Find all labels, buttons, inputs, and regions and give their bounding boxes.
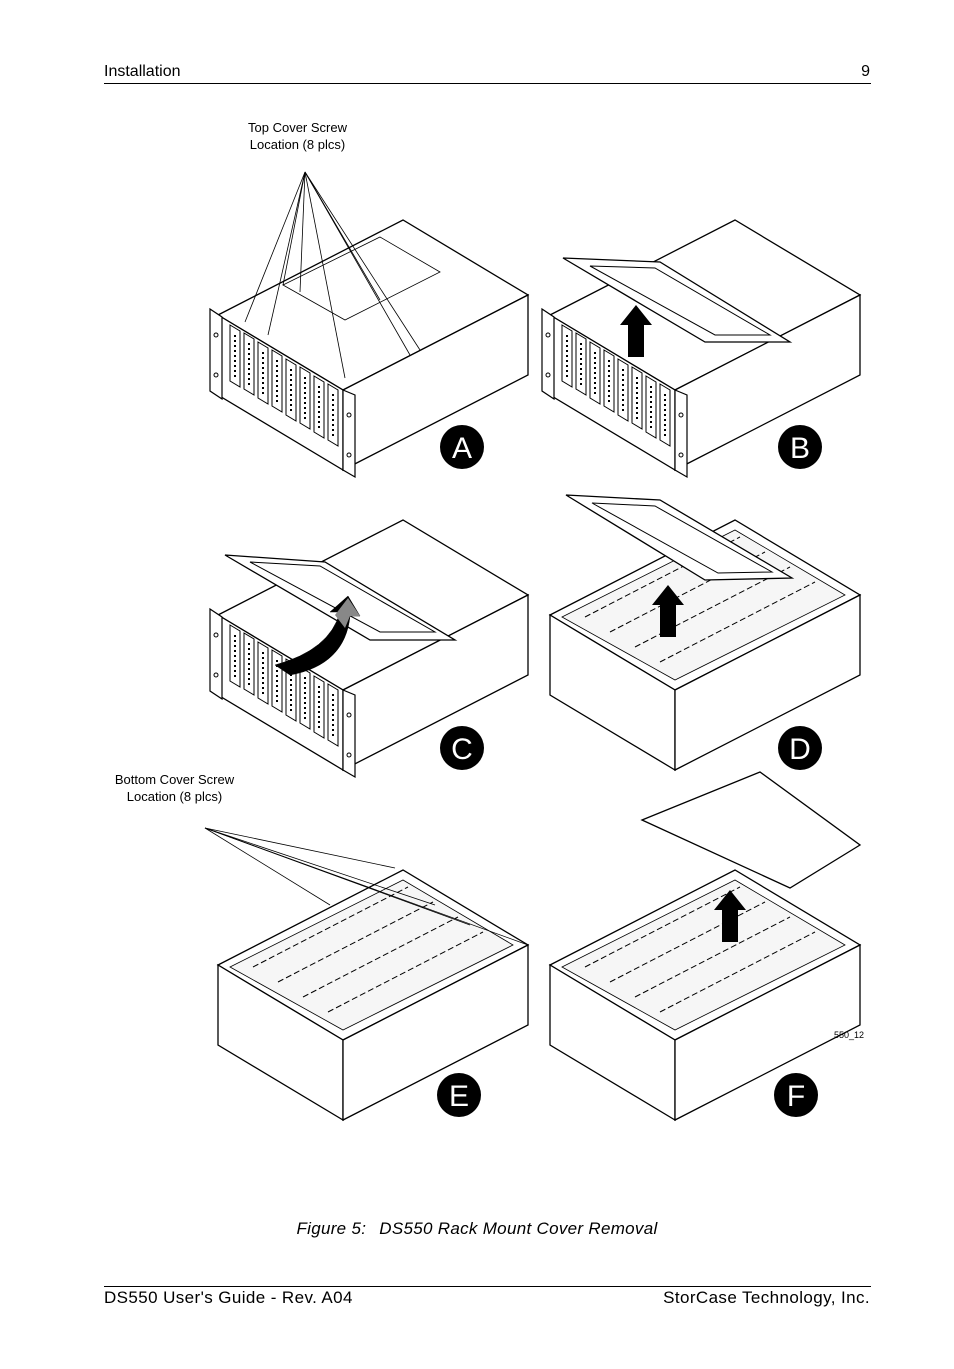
footer-document-title: DS550 User's Guide - Rev. A04	[104, 1288, 353, 1307]
bottom-cover-screw-callout: Bottom Cover Screw Location (8 plcs)	[102, 771, 247, 805]
footer-rule	[104, 1286, 871, 1287]
footer-company: StorCase Technology, Inc.	[663, 1288, 870, 1307]
panel-c-badge: C	[440, 726, 484, 770]
caption-title: DS550 Rack Mount Cover Removal	[379, 1219, 658, 1238]
header-page-number: 9	[861, 63, 870, 80]
top-cover-screw-callout: Top Cover Screw Location (8 plcs)	[230, 119, 365, 153]
panel-d-letter: D	[789, 733, 811, 766]
caption-label: Figure 5:	[296, 1219, 367, 1238]
panel-e-badge: E	[437, 1073, 481, 1117]
panel-f-letter: F	[787, 1080, 805, 1113]
panel-b-badge: B	[778, 425, 822, 469]
panel-a-badge: A	[440, 425, 484, 469]
panel-f-chassis	[549, 771, 862, 1122]
panel-d-chassis	[549, 494, 861, 772]
panel-c-letter: C	[451, 733, 473, 766]
figure-code: 550_12	[834, 1030, 865, 1040]
bottom-callout-line2: Location (8 plcs)	[126, 789, 223, 804]
panel-a-letter: A	[452, 432, 472, 465]
header-section-title: Installation	[104, 63, 181, 80]
bottom-callout-line1: Bottom Cover Screw	[114, 772, 235, 787]
panel-e-chassis	[204, 827, 529, 1122]
top-callout-line2: Location (8 plcs)	[249, 137, 346, 152]
panel-a-chassis	[209, 171, 529, 478]
header-rule	[104, 83, 871, 84]
panel-d-badge: D	[778, 726, 822, 770]
panel-b-letter: B	[790, 432, 810, 465]
figure-caption: Figure 5: DS550 Rack Mount Cover Removal	[0, 1219, 954, 1239]
panel-e-letter: E	[449, 1080, 469, 1113]
top-callout-line1: Top Cover Screw	[248, 120, 347, 135]
panel-c-chassis	[209, 519, 529, 778]
panel-f-badge: F	[774, 1073, 818, 1117]
panel-b-chassis	[541, 219, 861, 478]
